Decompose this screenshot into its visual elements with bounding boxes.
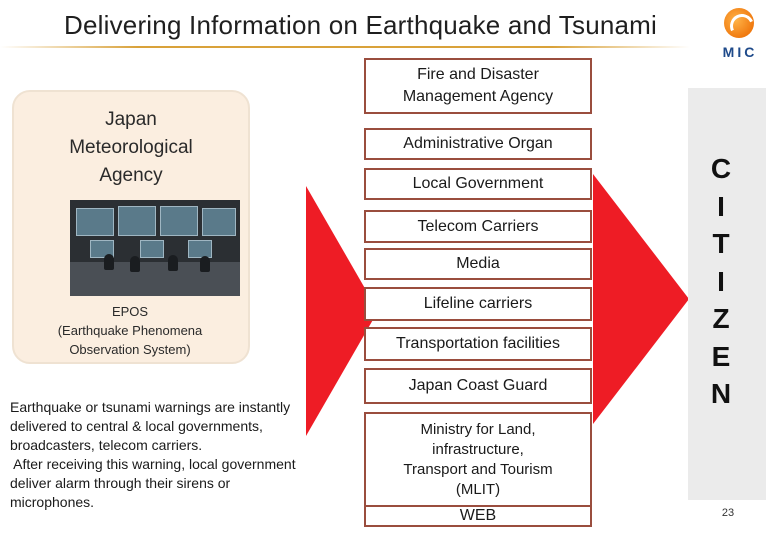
jma-title: Japan Meteorological Agency xyxy=(69,109,193,186)
org-box-transportation-facilities: Transportation facilities xyxy=(364,327,592,361)
citizen-bar xyxy=(688,88,766,500)
org-box-telecom-carriers: Telecom Carriers xyxy=(364,210,592,243)
citizen-label: C I T I Z E N xyxy=(710,153,732,409)
sun-icon xyxy=(724,8,754,38)
epos-caption: EPOS (Earthquake Phenomena Observation S… xyxy=(57,304,203,357)
org-box-japan-coast-guard: Japan Coast Guard xyxy=(364,368,592,404)
org-box-local-government: Local Government xyxy=(364,168,592,200)
org-box-mlit: Ministry for Land, infrastructure, Trans… xyxy=(364,412,592,508)
epos-photo xyxy=(70,200,240,296)
logo-text: MIC xyxy=(722,44,758,60)
title-divider xyxy=(0,46,690,48)
org-box-administrative-organ: Administrative Organ xyxy=(364,128,592,160)
org-box-web: WEB xyxy=(364,505,592,527)
flow-arrow-to-organizations xyxy=(306,186,378,436)
org-box-lifeline-carriers: Lifeline carriers xyxy=(364,287,592,321)
org-box-media: Media xyxy=(364,248,592,280)
mic-logo: MIC xyxy=(716,8,764,66)
description-text: Earthquake or tsunami warnings are insta… xyxy=(10,399,296,510)
slide-title: Delivering Information on Earthquake and… xyxy=(64,10,658,40)
page-number: 23 xyxy=(721,507,735,519)
flow-arrow-to-citizen xyxy=(593,174,689,424)
